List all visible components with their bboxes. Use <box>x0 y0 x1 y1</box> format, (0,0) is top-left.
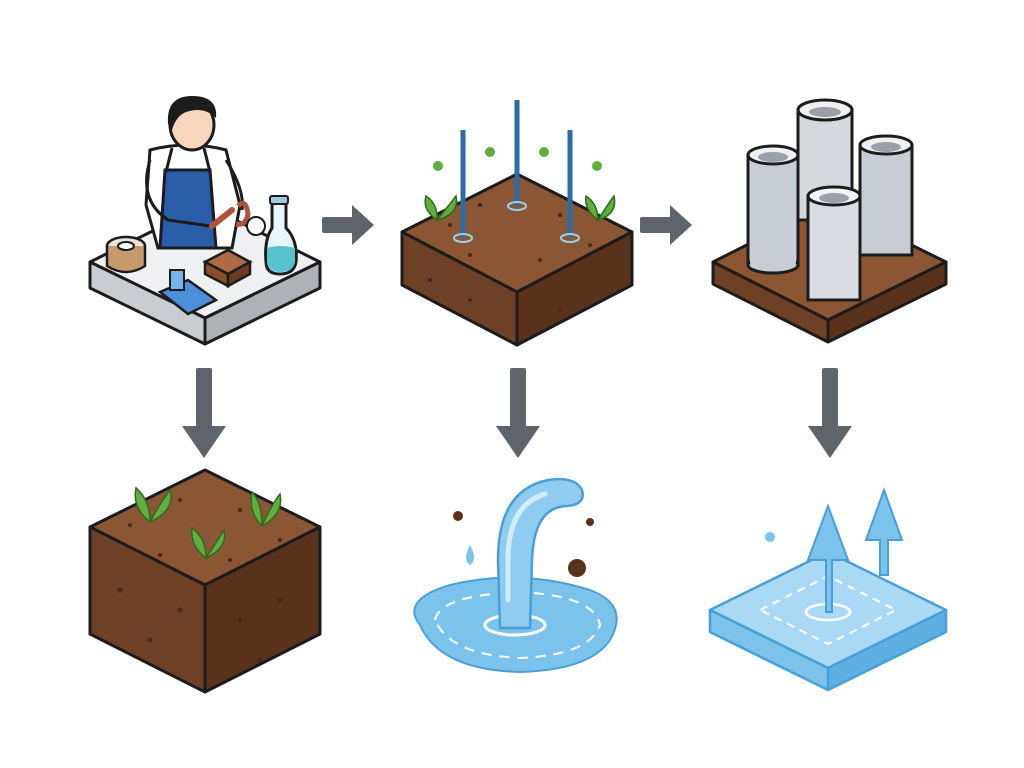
piles-icon <box>711 98 948 344</box>
lab-technician-icon <box>88 96 322 346</box>
arrow-lab-to-soil <box>182 368 226 458</box>
arrow-probing-to-piles <box>640 205 692 245</box>
water-rise-icon <box>708 487 948 692</box>
soil-probe-icon <box>400 100 634 347</box>
water-pipe-icon <box>413 477 618 674</box>
arrow-lab-to-probing <box>322 205 374 245</box>
arrow-probing-to-water <box>496 368 540 458</box>
soil-sprout-icon <box>88 468 322 694</box>
arrow-piles-to-rise <box>808 368 852 458</box>
